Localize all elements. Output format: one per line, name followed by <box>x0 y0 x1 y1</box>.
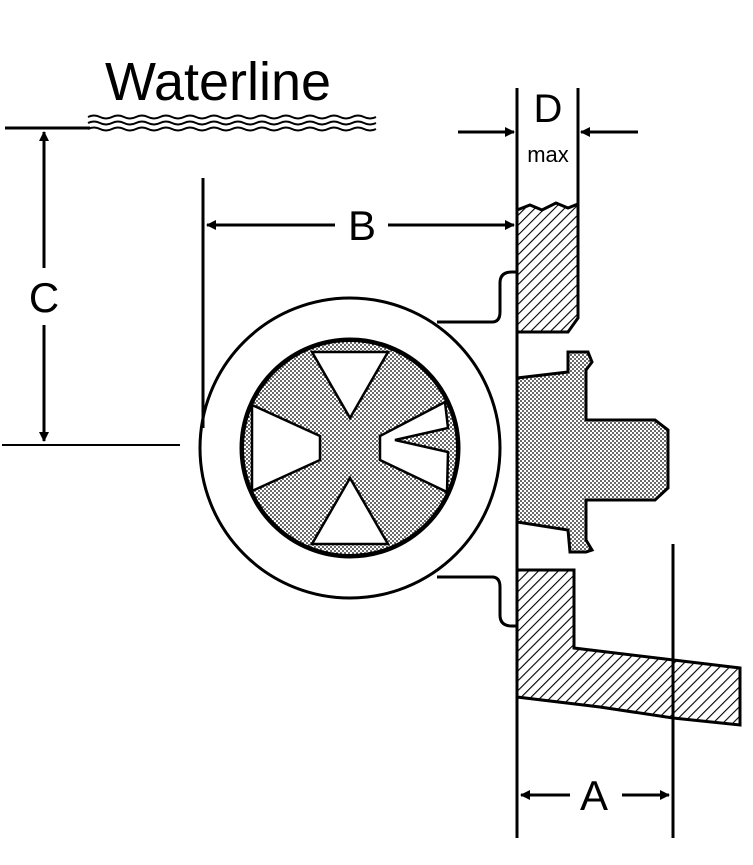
a-label: A <box>580 772 608 819</box>
tunnel-tube-outer <box>198 296 502 600</box>
housing-upper-flange <box>437 270 517 324</box>
waterline-label: Waterline <box>105 52 331 112</box>
d-label: D <box>534 87 563 131</box>
propeller <box>240 338 460 558</box>
drive-leg <box>515 350 670 554</box>
c-label: C <box>29 274 59 321</box>
waterline-waves <box>87 114 377 132</box>
hull-lower-section <box>515 568 742 727</box>
housing-lower-flange <box>437 575 517 628</box>
hull-upper-section <box>515 201 580 334</box>
b-label: B <box>348 202 376 249</box>
max-label: max <box>527 142 569 167</box>
